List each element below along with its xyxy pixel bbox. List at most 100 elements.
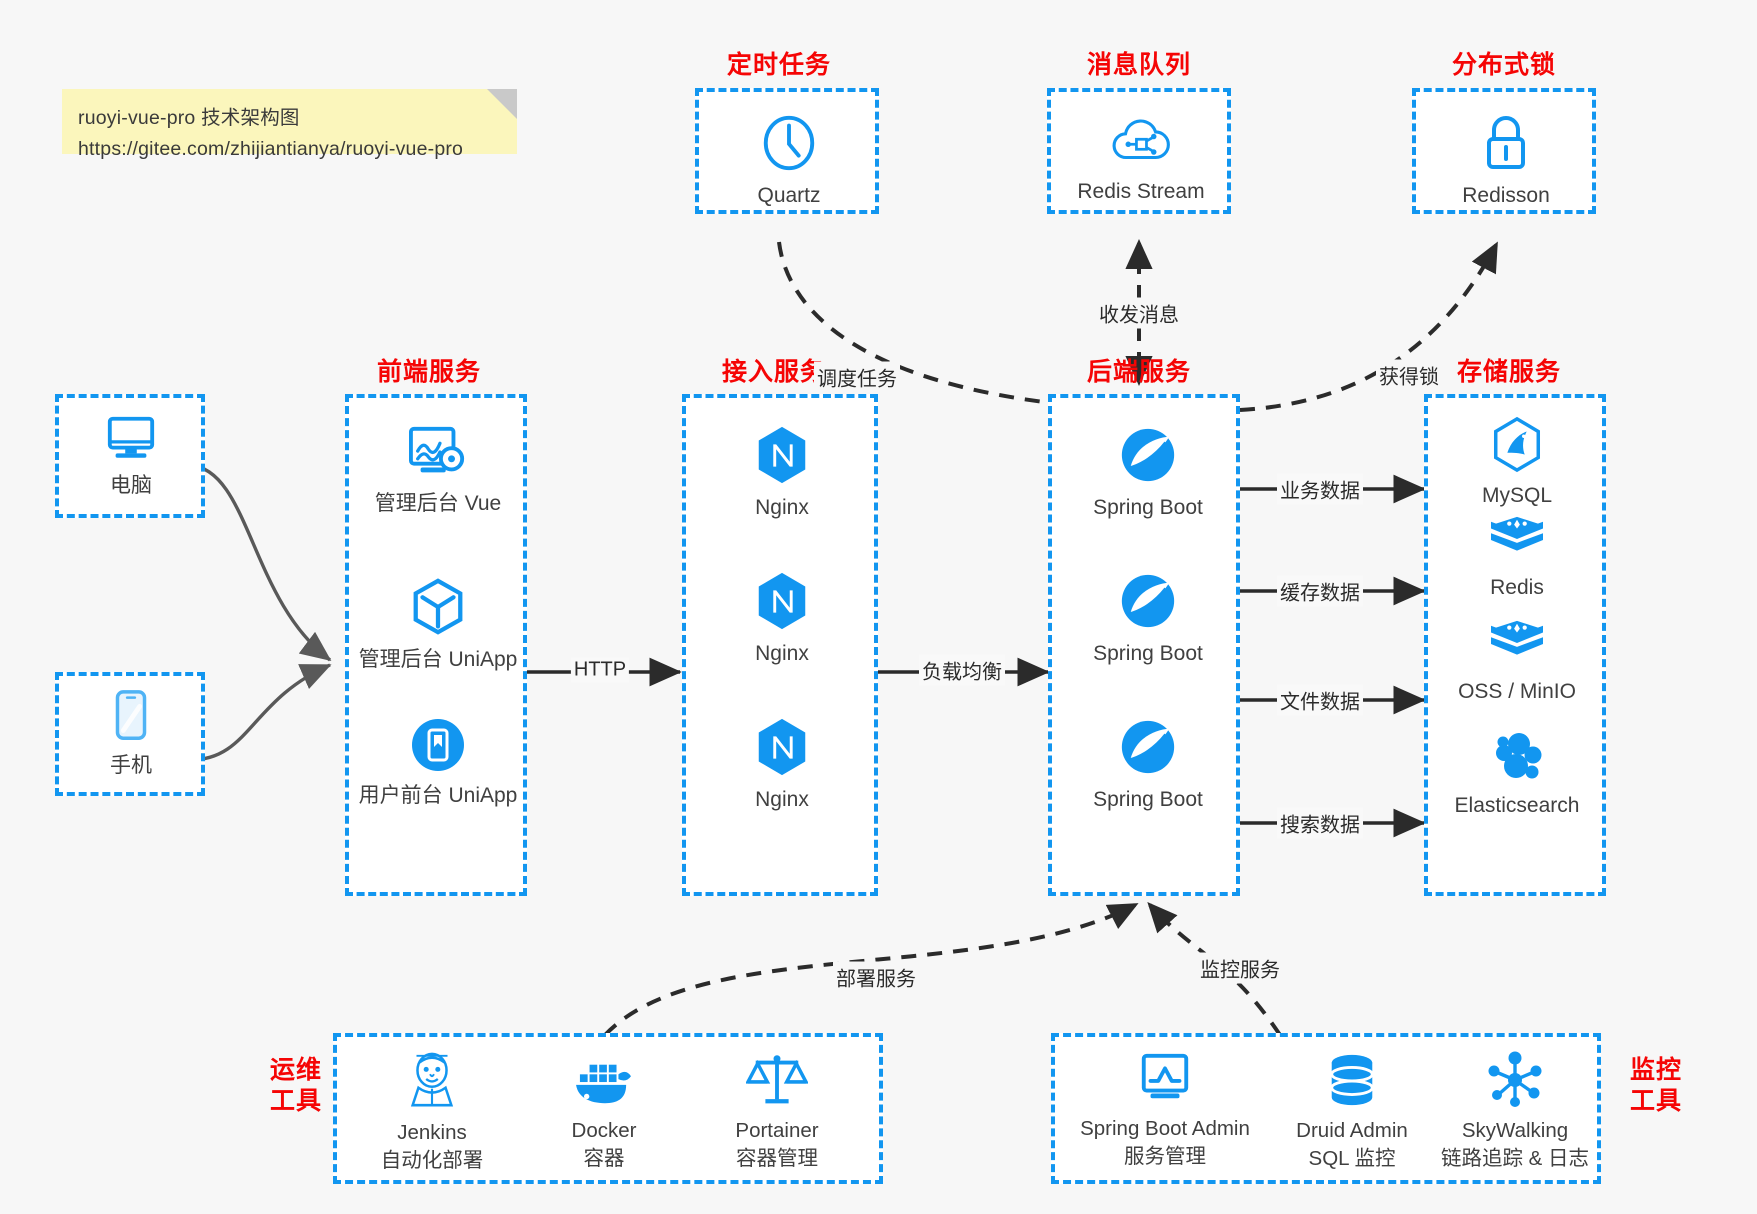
cube-y-icon bbox=[408, 576, 468, 638]
redis-icon bbox=[1487, 514, 1547, 566]
node-portainer[interactable]: Portainer 容器管理 bbox=[692, 1051, 862, 1173]
node-label: Redisson bbox=[1462, 184, 1550, 207]
group-title-scheduled-task: 定时任务 bbox=[726, 51, 831, 79]
spring-boot-icon bbox=[1117, 716, 1179, 778]
spring-boot-icon bbox=[1117, 424, 1179, 486]
node-label: Portainer bbox=[735, 1119, 819, 1142]
note-url: https://gitee.com/zhijiantianya/ruoyi-vu… bbox=[78, 138, 464, 160]
edge-label-deploy-service: 部署服务 bbox=[833, 961, 919, 993]
node-label: Nginx bbox=[755, 496, 809, 519]
nginx-icon bbox=[754, 570, 810, 632]
node-admin-uniapp[interactable]: 管理后台 UniApp bbox=[350, 576, 526, 674]
edge-label-business-data: 业务数据 bbox=[1277, 473, 1363, 505]
node-label: Nginx bbox=[755, 788, 809, 811]
docker-icon bbox=[572, 1057, 636, 1109]
edge-label-schedule-task: 调度任务 bbox=[814, 361, 900, 393]
node-mysql[interactable]: MySQL bbox=[1429, 416, 1605, 510]
edge-label-acquire-lock: 获得锁 bbox=[1376, 359, 1442, 391]
node-jenkins[interactable]: Jenkins 自动化部署 bbox=[347, 1049, 517, 1175]
edge-label-file-data: 文件数据 bbox=[1277, 684, 1363, 716]
node-user-uniapp[interactable]: 用户前台 UniApp bbox=[350, 716, 526, 810]
node-nginx-1[interactable]: Nginx bbox=[694, 424, 870, 522]
group-title-devops: 运维 工具 bbox=[258, 1055, 334, 1117]
app-window-icon bbox=[409, 716, 467, 774]
group-title-storage: 存储服务 bbox=[1456, 358, 1561, 386]
node-label: Redis Stream bbox=[1077, 180, 1205, 203]
lock-icon bbox=[1477, 112, 1535, 174]
mobile-phone-icon bbox=[109, 688, 153, 744]
node-label: Druid Admin bbox=[1296, 1119, 1408, 1142]
group-title-distributed-lock: 分布式锁 bbox=[1451, 51, 1556, 79]
mysql-icon bbox=[1489, 416, 1545, 474]
node-redis[interactable]: Redis bbox=[1429, 514, 1605, 602]
node-spring-boot-3[interactable]: Spring Boot bbox=[1058, 716, 1238, 814]
node-sublabel: 服务管理 bbox=[1124, 1145, 1206, 1168]
group-storage: MySQL Redis bbox=[1424, 394, 1606, 896]
group-backend: Spring Boot Spring Boot Spring Boot bbox=[1048, 394, 1240, 896]
node-label: 电脑 bbox=[110, 474, 152, 497]
dashboard-settings-icon bbox=[405, 424, 471, 482]
node-label: Spring Boot Admin bbox=[1080, 1117, 1250, 1140]
node-redis-stream[interactable]: Redis Stream bbox=[1053, 114, 1229, 206]
diagram-note: ruoyi-vue-pro 技术架构图 https://gitee.com/zh… bbox=[62, 89, 517, 160]
scales-icon bbox=[745, 1051, 809, 1109]
node-label: Nginx bbox=[755, 642, 809, 665]
jenkins-icon bbox=[402, 1049, 462, 1111]
node-nginx-2[interactable]: Nginx bbox=[694, 570, 870, 668]
edge-label-send-receive-message: 收发消息 bbox=[1096, 297, 1182, 329]
node-elasticsearch[interactable]: Elasticsearch bbox=[1429, 728, 1605, 820]
group-devops: Jenkins 自动化部署 Docker 容器 bbox=[333, 1033, 883, 1184]
node-label: MySQL bbox=[1481, 484, 1552, 507]
node-spring-boot-admin[interactable]: Spring Boot Admin 服务管理 bbox=[1063, 1051, 1267, 1171]
desktop-monitor-icon bbox=[102, 412, 160, 464]
node-label: Spring Boot bbox=[1093, 788, 1203, 811]
node-skywalking[interactable]: SkyWalking 链路追踪 & 日志 bbox=[1425, 1051, 1605, 1173]
note-fold-corner bbox=[487, 89, 517, 119]
node-label: SkyWalking bbox=[1461, 1119, 1569, 1142]
node-admin-vue[interactable]: 管理后台 Vue bbox=[350, 424, 526, 518]
oss-minio-icon bbox=[1487, 618, 1547, 670]
node-docker[interactable]: Docker 容器 bbox=[519, 1057, 689, 1173]
edge-label-search-data: 搜索数据 bbox=[1277, 807, 1363, 839]
node-quartz[interactable]: Quartz bbox=[701, 112, 877, 210]
group-title-monitor-line2: 工具 bbox=[1629, 1087, 1682, 1115]
node-sublabel: 容器 bbox=[583, 1147, 625, 1170]
node-label: 手机 bbox=[110, 754, 152, 777]
group-title-monitor: 监控 工具 bbox=[1618, 1055, 1694, 1117]
node-label: Quartz bbox=[757, 184, 821, 207]
node-spring-boot-1[interactable]: Spring Boot bbox=[1058, 424, 1238, 522]
nginx-icon bbox=[754, 424, 810, 486]
node-phone[interactable]: 手机 bbox=[43, 688, 219, 780]
group-distributed-lock: Redisson bbox=[1412, 88, 1596, 214]
group-title-backend: 后端服务 bbox=[1086, 358, 1191, 386]
node-oss-minio[interactable]: OSS / MinIO bbox=[1429, 618, 1605, 706]
group-title-monitor-line1: 监控 bbox=[1629, 1056, 1682, 1084]
group-monitor: Spring Boot Admin 服务管理 Druid Admin SQL 监… bbox=[1051, 1033, 1601, 1184]
edge-label-monitor-service: 监控服务 bbox=[1197, 952, 1283, 984]
edge-label-load-balance: 负载均衡 bbox=[919, 654, 1005, 686]
group-scheduled-task: Quartz bbox=[695, 88, 879, 214]
edge-label-cache-data: 缓存数据 bbox=[1277, 575, 1363, 607]
node-druid-admin[interactable]: Druid Admin SQL 监控 bbox=[1277, 1053, 1427, 1173]
edge-label-http: HTTP bbox=[570, 657, 630, 683]
node-label: OSS / MinIO bbox=[1458, 680, 1576, 703]
nginx-icon bbox=[754, 716, 810, 778]
node-label: 管理后台 UniApp bbox=[358, 648, 518, 671]
group-title-frontend: 前端服务 bbox=[376, 358, 481, 386]
group-gateway: Nginx Nginx Nginx bbox=[682, 394, 878, 896]
node-nginx-3[interactable]: Nginx bbox=[694, 716, 870, 814]
node-label: Elasticsearch bbox=[1454, 794, 1580, 817]
node-sublabel: 自动化部署 bbox=[380, 1149, 484, 1172]
node-pc[interactable]: 电脑 bbox=[43, 412, 219, 500]
group-device-pc: 电脑 bbox=[55, 394, 205, 518]
elasticsearch-icon bbox=[1488, 728, 1546, 784]
node-redisson[interactable]: Redisson bbox=[1418, 112, 1594, 210]
group-message-queue: Redis Stream bbox=[1047, 88, 1231, 214]
note-title: ruoyi-vue-pro 技术架构图 bbox=[78, 107, 300, 129]
node-label: 用户前台 UniApp bbox=[358, 784, 518, 807]
node-spring-boot-2[interactable]: Spring Boot bbox=[1058, 570, 1238, 668]
node-label: Spring Boot bbox=[1093, 642, 1203, 665]
node-label: Jenkins bbox=[397, 1121, 467, 1144]
group-title-gateway: 接入服务 bbox=[721, 358, 826, 386]
